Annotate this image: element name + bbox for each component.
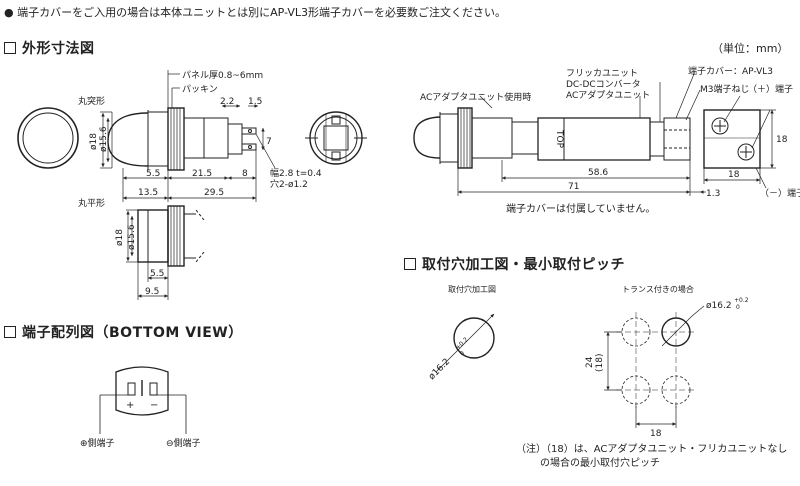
terminal-arrangement xyxy=(99,366,187,434)
label-plus: （＋）端子 xyxy=(748,83,793,95)
maru-totsu-dimensions xyxy=(100,70,276,202)
section-dimensions: 外形寸法図 xyxy=(4,38,95,58)
top-note: ● 端子カバーをご入用の場合は本体ユニットとは別にAP-VL3形端子カバーを必要… xyxy=(4,6,506,19)
label-d135: 13.5 xyxy=(138,188,158,198)
ac-adapter-dimensions xyxy=(457,73,706,196)
terminal-cover-dimensions xyxy=(703,95,776,189)
label-d18a: ø18 xyxy=(89,133,99,150)
label-d55b: 5.5 xyxy=(150,269,164,279)
maru-totsu-front-view xyxy=(17,107,79,169)
label-tol-zero2: 0 xyxy=(736,304,740,311)
label-adapter-title: ACアダプタユニット使用時 xyxy=(420,91,531,103)
label-d156b: ø15.6 xyxy=(127,224,137,250)
mounting-hole-drawing xyxy=(435,313,495,373)
label-tol-zero: 0 xyxy=(458,350,466,358)
label-d18w: 18 xyxy=(728,170,740,180)
section-box-icon xyxy=(404,258,416,270)
label-width: 幅2.8 t=0.4 xyxy=(270,167,322,179)
label-top: TOP xyxy=(554,129,564,149)
label-tol-plus: +0.2 xyxy=(454,336,469,351)
label-not-included: 端子カバーは付属していません。 xyxy=(506,202,655,215)
label-d586: 58.6 xyxy=(588,168,608,178)
section-dimensions-title: 外形寸法図 xyxy=(22,41,95,57)
label-pitch-h: 18 xyxy=(650,429,662,439)
label-d295: 29.5 xyxy=(204,188,224,198)
label-minus-side: ⊖側端子 xyxy=(166,437,201,449)
section-mounting: 取付穴加工図・最小取付ピッチ xyxy=(404,254,625,274)
maru-totsu-side-view xyxy=(107,107,257,171)
label-hole: 穴2-ø1.2 xyxy=(270,178,308,190)
label-d22: 2.2 xyxy=(220,97,234,107)
label-d55a: 5.5 xyxy=(146,169,160,179)
label-hole-title: 取付穴加工図 xyxy=(448,284,496,294)
label-pitch-v: 24 xyxy=(585,356,595,368)
label-maru-hira: 丸平形 xyxy=(78,197,105,209)
label-d18h: 18 xyxy=(776,135,788,145)
label-trans-title: トランス付きの場合 xyxy=(622,284,694,294)
label-ac: ACアダプタユニット xyxy=(566,89,650,101)
label-d71: 71 xyxy=(568,182,579,192)
pitch-grid-drawing xyxy=(604,305,705,428)
label-maru-totsu: 丸突形 xyxy=(78,95,105,107)
label-panel: パネル厚0.8~6mm xyxy=(182,70,263,81)
maru-hira-dimensions xyxy=(126,209,169,300)
label-d156a: ø15.6 xyxy=(99,126,109,152)
ac-adapter-assembly xyxy=(413,107,691,169)
unit-label: （単位：mm） xyxy=(712,42,789,55)
section-terminal: 端子配列図（BOTTOM VIEW） xyxy=(4,322,243,342)
label-footnote2: の場合の最小取付穴ピッチ xyxy=(540,456,660,469)
label-d8: 8 xyxy=(242,169,248,179)
label-d7: 7 xyxy=(266,137,272,147)
terminal-end-view xyxy=(305,111,367,165)
label-flicker: フリッカユニット xyxy=(566,68,638,79)
section-box-icon xyxy=(4,42,16,54)
label-footnote1: （注）（18）は、ACアダプタユニット・フリカユニットなし xyxy=(516,442,787,455)
label-term-plus: + xyxy=(126,400,134,411)
section-terminal-title: 端子配列図（BOTTOM VIEW） xyxy=(22,325,243,341)
label-d18b: ø18 xyxy=(115,229,125,246)
terminal-cover-view xyxy=(703,109,761,169)
label-plus-side: ⊕側端子 xyxy=(80,437,115,449)
label-d13: 1.3 xyxy=(706,189,720,199)
label-term-minus: − xyxy=(150,400,158,411)
label-packing: パッキン xyxy=(182,84,218,95)
label-tol-plus2: +0.2 xyxy=(734,297,749,304)
label-dcdc: DC-DCコンバータ xyxy=(566,79,641,90)
section-mounting-title: 取付穴加工図・最小取付ピッチ xyxy=(422,257,625,273)
label-dia: ø16.2 xyxy=(427,357,452,382)
label-minus: （－）端子 xyxy=(760,187,800,199)
label-screw: M3端子ねじ xyxy=(700,83,750,95)
label-cover: 端子カバー：AP-VL3 xyxy=(688,65,773,77)
label-d15: 1.5 xyxy=(248,97,262,107)
label-dia2: ø16.2 xyxy=(706,301,732,311)
label-d95: 9.5 xyxy=(145,287,159,297)
section-box-icon xyxy=(4,326,16,338)
label-pitch-v2: (18) xyxy=(595,354,605,372)
maru-hira-side-view xyxy=(137,205,205,267)
label-d215: 21.5 xyxy=(192,169,212,179)
